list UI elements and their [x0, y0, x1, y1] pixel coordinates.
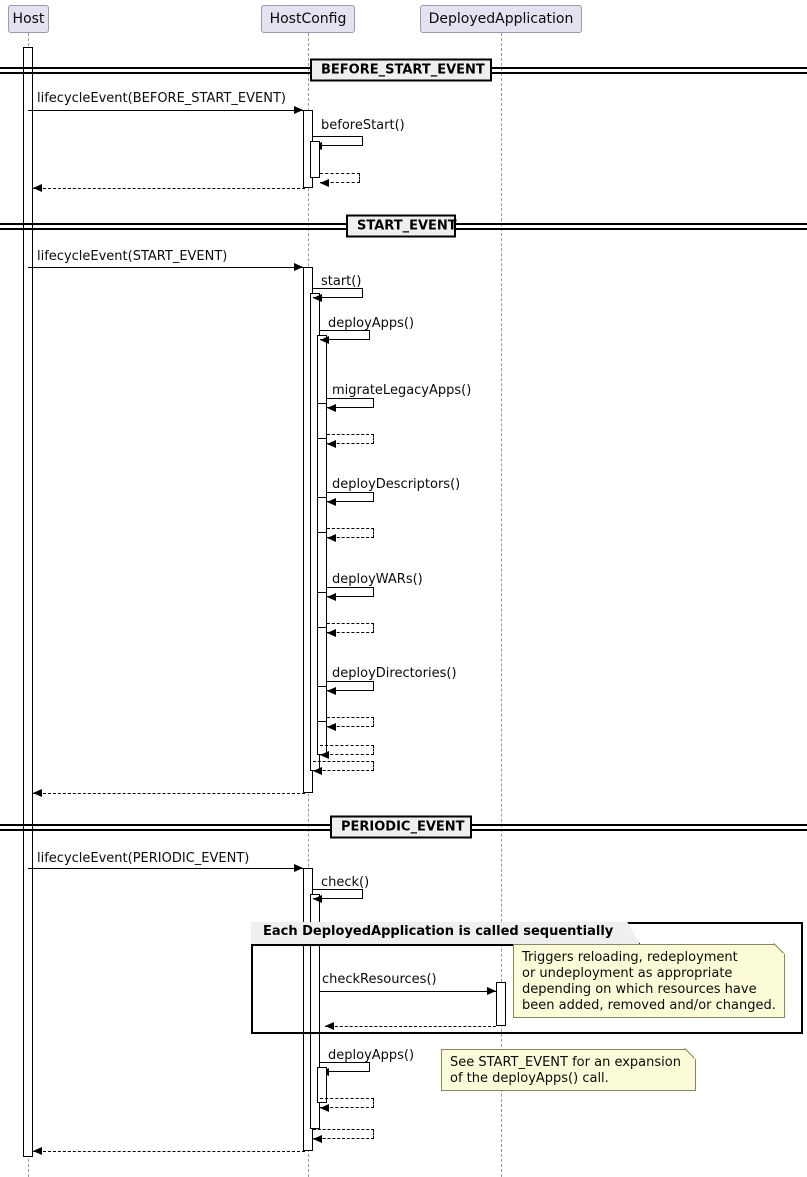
arrowhead-return-host-periodic: [33, 1146, 42, 1155]
arrowhead-return-deploy-apps-periodic: [320, 1103, 329, 1112]
arrowhead-lifecycle-start: [294, 262, 303, 271]
arrowhead-check: [313, 894, 322, 903]
arrowhead-start: [313, 293, 322, 302]
message-label-lifecycle-start: lifecycleEvent(START_EVENT): [37, 249, 228, 264]
message-label-lifecycle-before-start: lifecycleEvent(BEFORE_START_EVENT): [37, 91, 286, 106]
message-label-migrate-legacy-apps: migrateLegacyApps(): [332, 383, 472, 398]
selfreturn-start: [313, 761, 374, 771]
selfcall-deploy-descriptors: [327, 492, 374, 502]
arrowhead-return-host-start: [33, 788, 42, 797]
message-label-deploy-wars: deployWARs(): [332, 572, 423, 587]
activation-hostconfig-deploy-descriptors: [317, 497, 327, 533]
message-return-periodic-event: [33, 1151, 305, 1152]
message-label-check: check(): [321, 875, 370, 890]
selfcall-check: [313, 889, 363, 899]
selfreturn-before-start: [320, 173, 360, 183]
message-return-check-resources: [325, 1026, 496, 1027]
selfcall-deploy-directories: [327, 681, 374, 691]
arrowhead-return-deploy-apps-start: [320, 750, 329, 759]
arrowhead-lifecycle-periodic: [294, 863, 303, 872]
message-arrow-lifecycle-before-start: [28, 110, 303, 111]
arrowhead-return-before-start: [320, 178, 329, 187]
arrowhead-lifecycle-before-start: [294, 105, 303, 114]
message-label-deploy-apps-start: deployApps(): [328, 316, 415, 331]
divider-label-periodic-event: PERIODIC_EVENT: [330, 815, 472, 839]
message-return-before-start-event: [33, 188, 305, 189]
selfreturn-migrate-legacy-apps: [327, 434, 374, 444]
activation-hostconfig-before-start-inner: [310, 141, 320, 178]
participant-host[interactable]: Host: [8, 5, 49, 33]
arrowhead-return-deploy-descriptors: [327, 533, 336, 542]
selfcall-before-start: [313, 136, 363, 146]
message-arrow-lifecycle-periodic: [28, 868, 303, 869]
selfcall-deploy-wars: [327, 587, 374, 597]
selfcall-deploy-apps-periodic: [320, 1062, 370, 1072]
activation-host: [23, 47, 33, 1157]
note-check-resources: Triggers reloading, redeployment or unde…: [513, 944, 785, 1018]
divider-label-start-event: START_EVENT: [346, 214, 457, 238]
message-label-check-resources: checkResources(): [322, 972, 437, 987]
selfcall-deploy-apps-start: [320, 330, 370, 340]
selfcall-start: [313, 288, 363, 298]
arrowhead-return-check: [313, 1134, 322, 1143]
activation-hostconfig-deploy-wars: [317, 592, 327, 628]
selfreturn-deploy-apps-periodic: [320, 1098, 374, 1108]
arrowhead-deploy-descriptors: [327, 497, 336, 506]
selfreturn-deploy-directories: [327, 717, 374, 727]
message-label-lifecycle-periodic: lifecycleEvent(PERIODIC_EVENT): [37, 851, 250, 866]
message-label-deploy-apps-periodic: deployApps(): [328, 1048, 415, 1063]
arrowhead-deploy-wars: [327, 592, 336, 601]
selfreturn-deploy-apps-start: [320, 745, 374, 755]
arrowhead-return-deploy-wars: [327, 628, 336, 637]
group-label-each-deployed-application: Each DeployedApplication is called seque…: [251, 922, 641, 946]
selfreturn-deploy-wars: [327, 623, 374, 633]
message-return-start-event: [33, 793, 305, 794]
message-label-deploy-directories: deployDirectories(): [332, 666, 457, 681]
participant-hostconfig[interactable]: HostConfig: [261, 5, 355, 33]
lifeline-deployedapplication: [501, 33, 502, 1177]
note-deploy-apps: See START_EVENT for an expansion of the …: [441, 1049, 696, 1091]
arrowhead-return-deploy-directories: [327, 722, 336, 731]
activation-hostconfig-deploy-apps-periodic: [317, 1067, 327, 1103]
arrowhead-return-host-before-start: [33, 183, 42, 192]
arrowhead-return-migrate-legacy-apps: [327, 439, 336, 448]
activation-hostconfig-deploy-directories: [317, 686, 327, 722]
arrowhead-migrate-legacy-apps: [327, 403, 336, 412]
arrowhead-check-resources: [487, 986, 496, 995]
selfreturn-check: [313, 1129, 374, 1139]
activation-hostconfig-migrate-legacy-apps: [317, 403, 327, 439]
message-label-start: start(): [321, 274, 362, 289]
divider-label-before-start-event: BEFORE_START_EVENT: [310, 58, 492, 82]
arrowhead-deploy-apps-start: [320, 335, 329, 344]
arrowhead-return-check-resources: [325, 1021, 334, 1030]
participant-deployedapplication[interactable]: DeployedApplication: [420, 5, 582, 33]
activation-deployedapplication-check-resources: [496, 982, 506, 1026]
arrowhead-return-start: [313, 766, 322, 775]
message-arrow-check-resources: [320, 991, 496, 992]
message-arrow-lifecycle-start: [28, 267, 303, 268]
message-label-deploy-descriptors: deployDescriptors(): [332, 477, 461, 492]
arrowhead-deploy-directories: [327, 686, 336, 695]
message-label-before-start: beforeStart(): [321, 118, 405, 133]
selfreturn-deploy-descriptors: [327, 528, 374, 538]
selfcall-migrate-legacy-apps: [327, 398, 374, 408]
